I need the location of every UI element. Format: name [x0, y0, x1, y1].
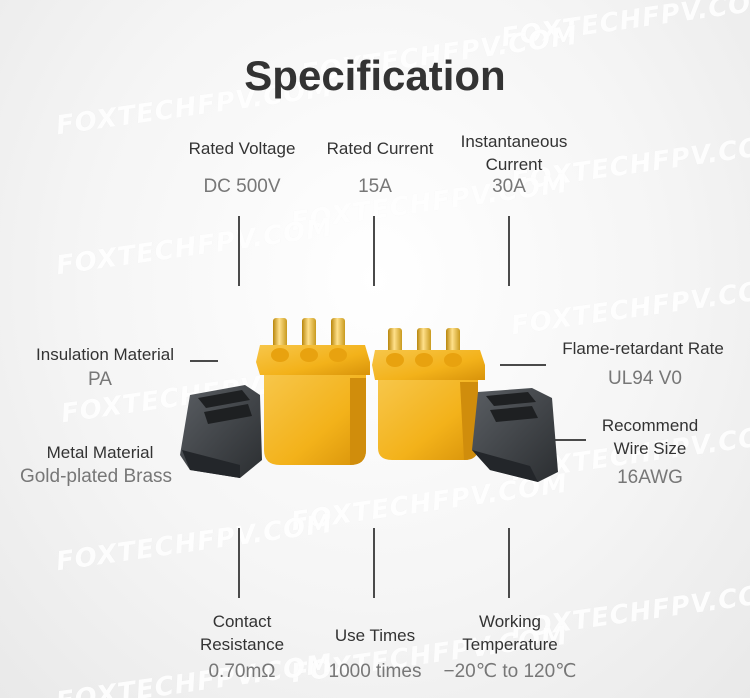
contact-resistance-label: Contact Resistance [199, 612, 285, 654]
recommend-wire-size-label: Recommend Wire Size [601, 416, 699, 458]
rated-voltage-label: Rated Voltage [188, 139, 296, 158]
recommend-wire-size-value: 16AWG [617, 467, 683, 488]
rated-current-label: Rated Current [326, 139, 434, 158]
rated-current-leader-line [373, 216, 375, 286]
insulation-material-label: Insulation Material [36, 345, 174, 364]
flame-retardant-rate-label: Flame-retardant Rate [562, 339, 724, 358]
insulation-material-leader-line [190, 360, 218, 362]
insulation-material-value: PA [88, 369, 112, 390]
use-times-leader-line [373, 528, 375, 598]
female-connector-housing [372, 350, 485, 460]
right-connector-cap [472, 388, 558, 482]
connector-product-illustration [180, 318, 558, 482]
instantaneous-current-value: 30A [492, 176, 526, 197]
metal-material-value: Gold-plated Brass [19, 466, 173, 487]
rated-voltage-leader-line [238, 216, 240, 286]
use-times-label: Use Times [334, 626, 416, 645]
flame-retardant-rate-leader-line [500, 364, 546, 366]
page-title: Specification [244, 52, 506, 99]
rated-voltage-value: DC 500V [203, 176, 281, 197]
male-connector-housing [256, 345, 370, 465]
left-connector-cap [180, 385, 262, 478]
metal-material-label: Metal Material [46, 443, 154, 462]
instantaneous-current-label: Instantaneous Current [460, 132, 568, 174]
instantaneous-current-leader-line [508, 216, 510, 286]
working-temperature-label: Working Temperature [462, 612, 558, 654]
contact-resistance-value: 0.70mΩ [208, 661, 276, 682]
use-times-value: 1000 times [328, 661, 422, 682]
flame-retardant-rate-value: UL94 V0 [608, 368, 682, 389]
contact-resistance-leader-line [238, 528, 240, 598]
working-temperature-value: −20℃ to 120℃ [443, 661, 577, 682]
rated-current-value: 15A [358, 176, 392, 197]
recommend-wire-size-leader-line [540, 439, 586, 441]
working-temperature-leader-line [508, 528, 510, 598]
